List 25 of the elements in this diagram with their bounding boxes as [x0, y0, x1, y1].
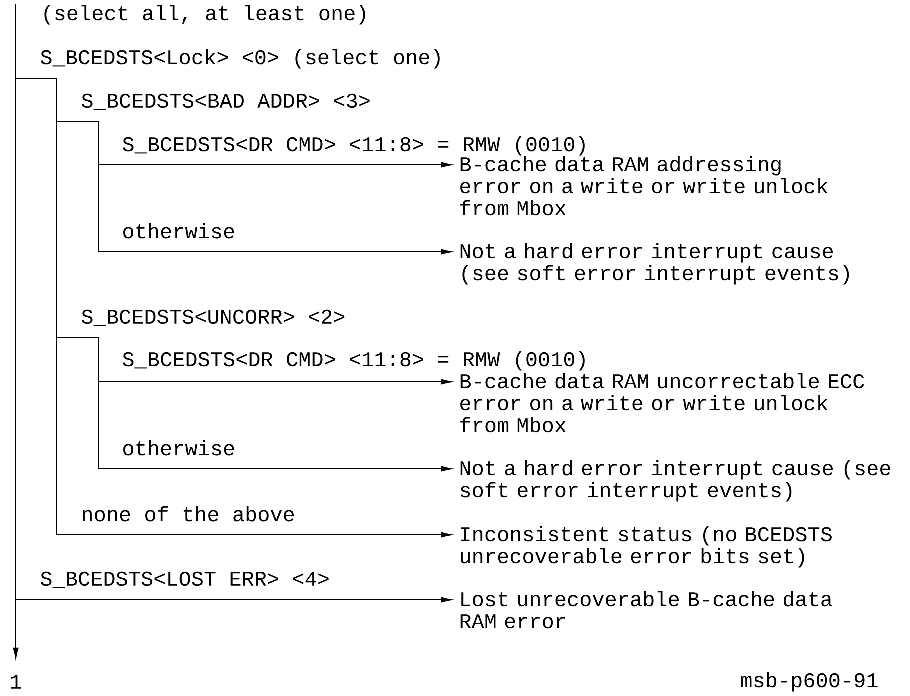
arrow [56, 532, 452, 538]
condition-label: S_BCEDSTS<Lock> <0> (select one) [41, 49, 440, 69]
edge-label: otherwise [124, 440, 234, 456]
outcome-text: Lost unrecoverable B-cache data RAM error [460, 591, 832, 629]
figure-id: msb-p600-91 [741, 672, 878, 692]
arrow [16, 597, 452, 603]
edge-label: S_BCEDSTS<DR CMD> <11:8> = RMW (0010) [123, 136, 585, 156]
edge-label: S_BCEDSTS<LOST ERR> <4> [41, 572, 329, 588]
outcome-text: B-cache data RAM addressing error on a write or write unlock from Mbox [460, 156, 828, 216]
edge-label: S_BCEDSTS<DR CMD> <11:8> = RMW (0010) [123, 351, 585, 371]
outcome-text: Inconsistent status (no BCEDSTS unrecoverable error bits set) [461, 526, 832, 568]
arrow [98, 466, 452, 472]
connector-label: 1 [11, 675, 22, 689]
arrow [98, 249, 452, 255]
outcome-text: B-cache data RAM uncorrectable ECC error on a write or write unlock from Mbox [460, 373, 864, 433]
condition-label: S_BCEDSTS<UNCORR> <2> [82, 310, 345, 326]
outcome-text: Not a hard error interrupt cause (see soft error interrupt events) [460, 460, 890, 502]
condition-label: S_BCEDSTS<BAD ADDR> <3> [82, 94, 370, 110]
outcome-text: Not a hard error interrupt cause (see soft error interrupt events) [460, 243, 850, 285]
edge-label: none of the above [83, 506, 294, 522]
arrow [98, 379, 452, 385]
note-text: (select all, at least one) [44, 5, 366, 25]
arrow [98, 162, 452, 168]
arrow [13, 4, 19, 659]
edge-label: otherwise [124, 223, 234, 239]
